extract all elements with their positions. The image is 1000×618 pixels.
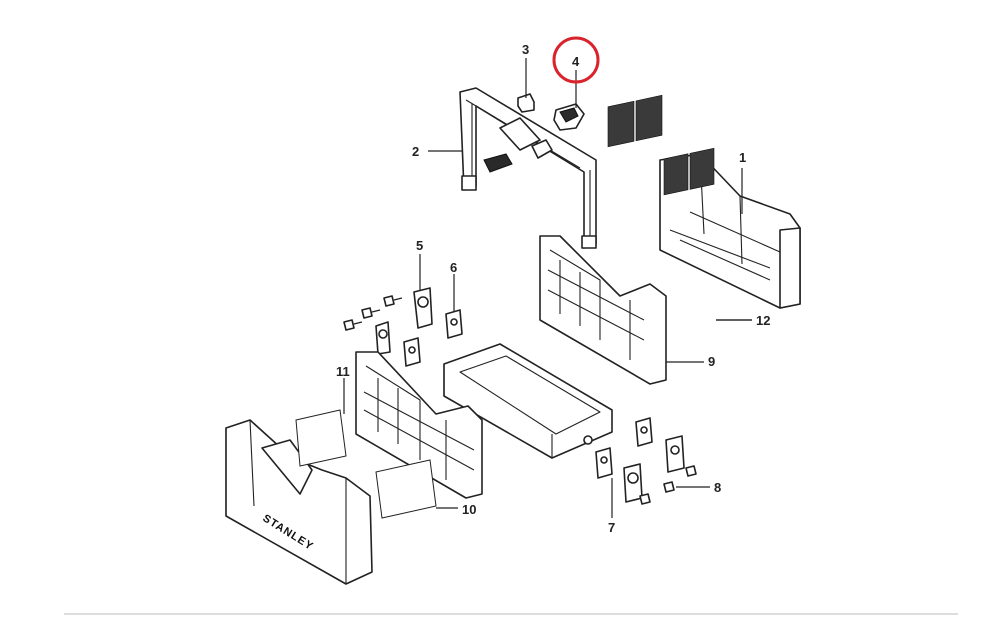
part-3-clip <box>517 93 535 113</box>
part-8-hinge-clip <box>623 435 685 503</box>
callout-10: 10 <box>462 502 476 517</box>
screws-upper <box>343 295 403 331</box>
part-5-hinge-clip <box>375 287 433 355</box>
part-7-hinge-plate <box>595 417 653 479</box>
callout-12: 12 <box>756 313 770 328</box>
callout-4: 4 <box>572 54 580 69</box>
callout-5: 5 <box>416 238 423 253</box>
callout-8: 8 <box>714 480 721 495</box>
highlight-circle <box>552 36 600 84</box>
screws-lower <box>639 465 697 505</box>
callout-1: 1 <box>739 150 746 165</box>
callout-11: 11 <box>336 364 350 379</box>
part-1-box-half <box>659 153 801 309</box>
part-12-sheets <box>607 94 752 321</box>
callout-6: 6 <box>450 260 457 275</box>
callout-9: 9 <box>708 354 715 369</box>
part-11-divider-frame <box>355 351 483 499</box>
callout-2: 2 <box>412 144 419 159</box>
part-4-latch <box>553 103 585 131</box>
tray <box>443 343 613 459</box>
callout-7: 7 <box>608 520 615 535</box>
leader-lines <box>343 58 752 518</box>
callout-3: 3 <box>522 42 529 57</box>
part-10-base-box: STANLEY <box>225 419 373 585</box>
part-2-handle <box>459 87 597 249</box>
callout-labels: 1 2 3 4 5 6 7 8 9 10 11 12 <box>336 42 770 535</box>
part-10-sheets <box>295 409 458 519</box>
part-6-hinge-plate <box>403 309 463 367</box>
part-9-divider-frame <box>539 235 667 385</box>
